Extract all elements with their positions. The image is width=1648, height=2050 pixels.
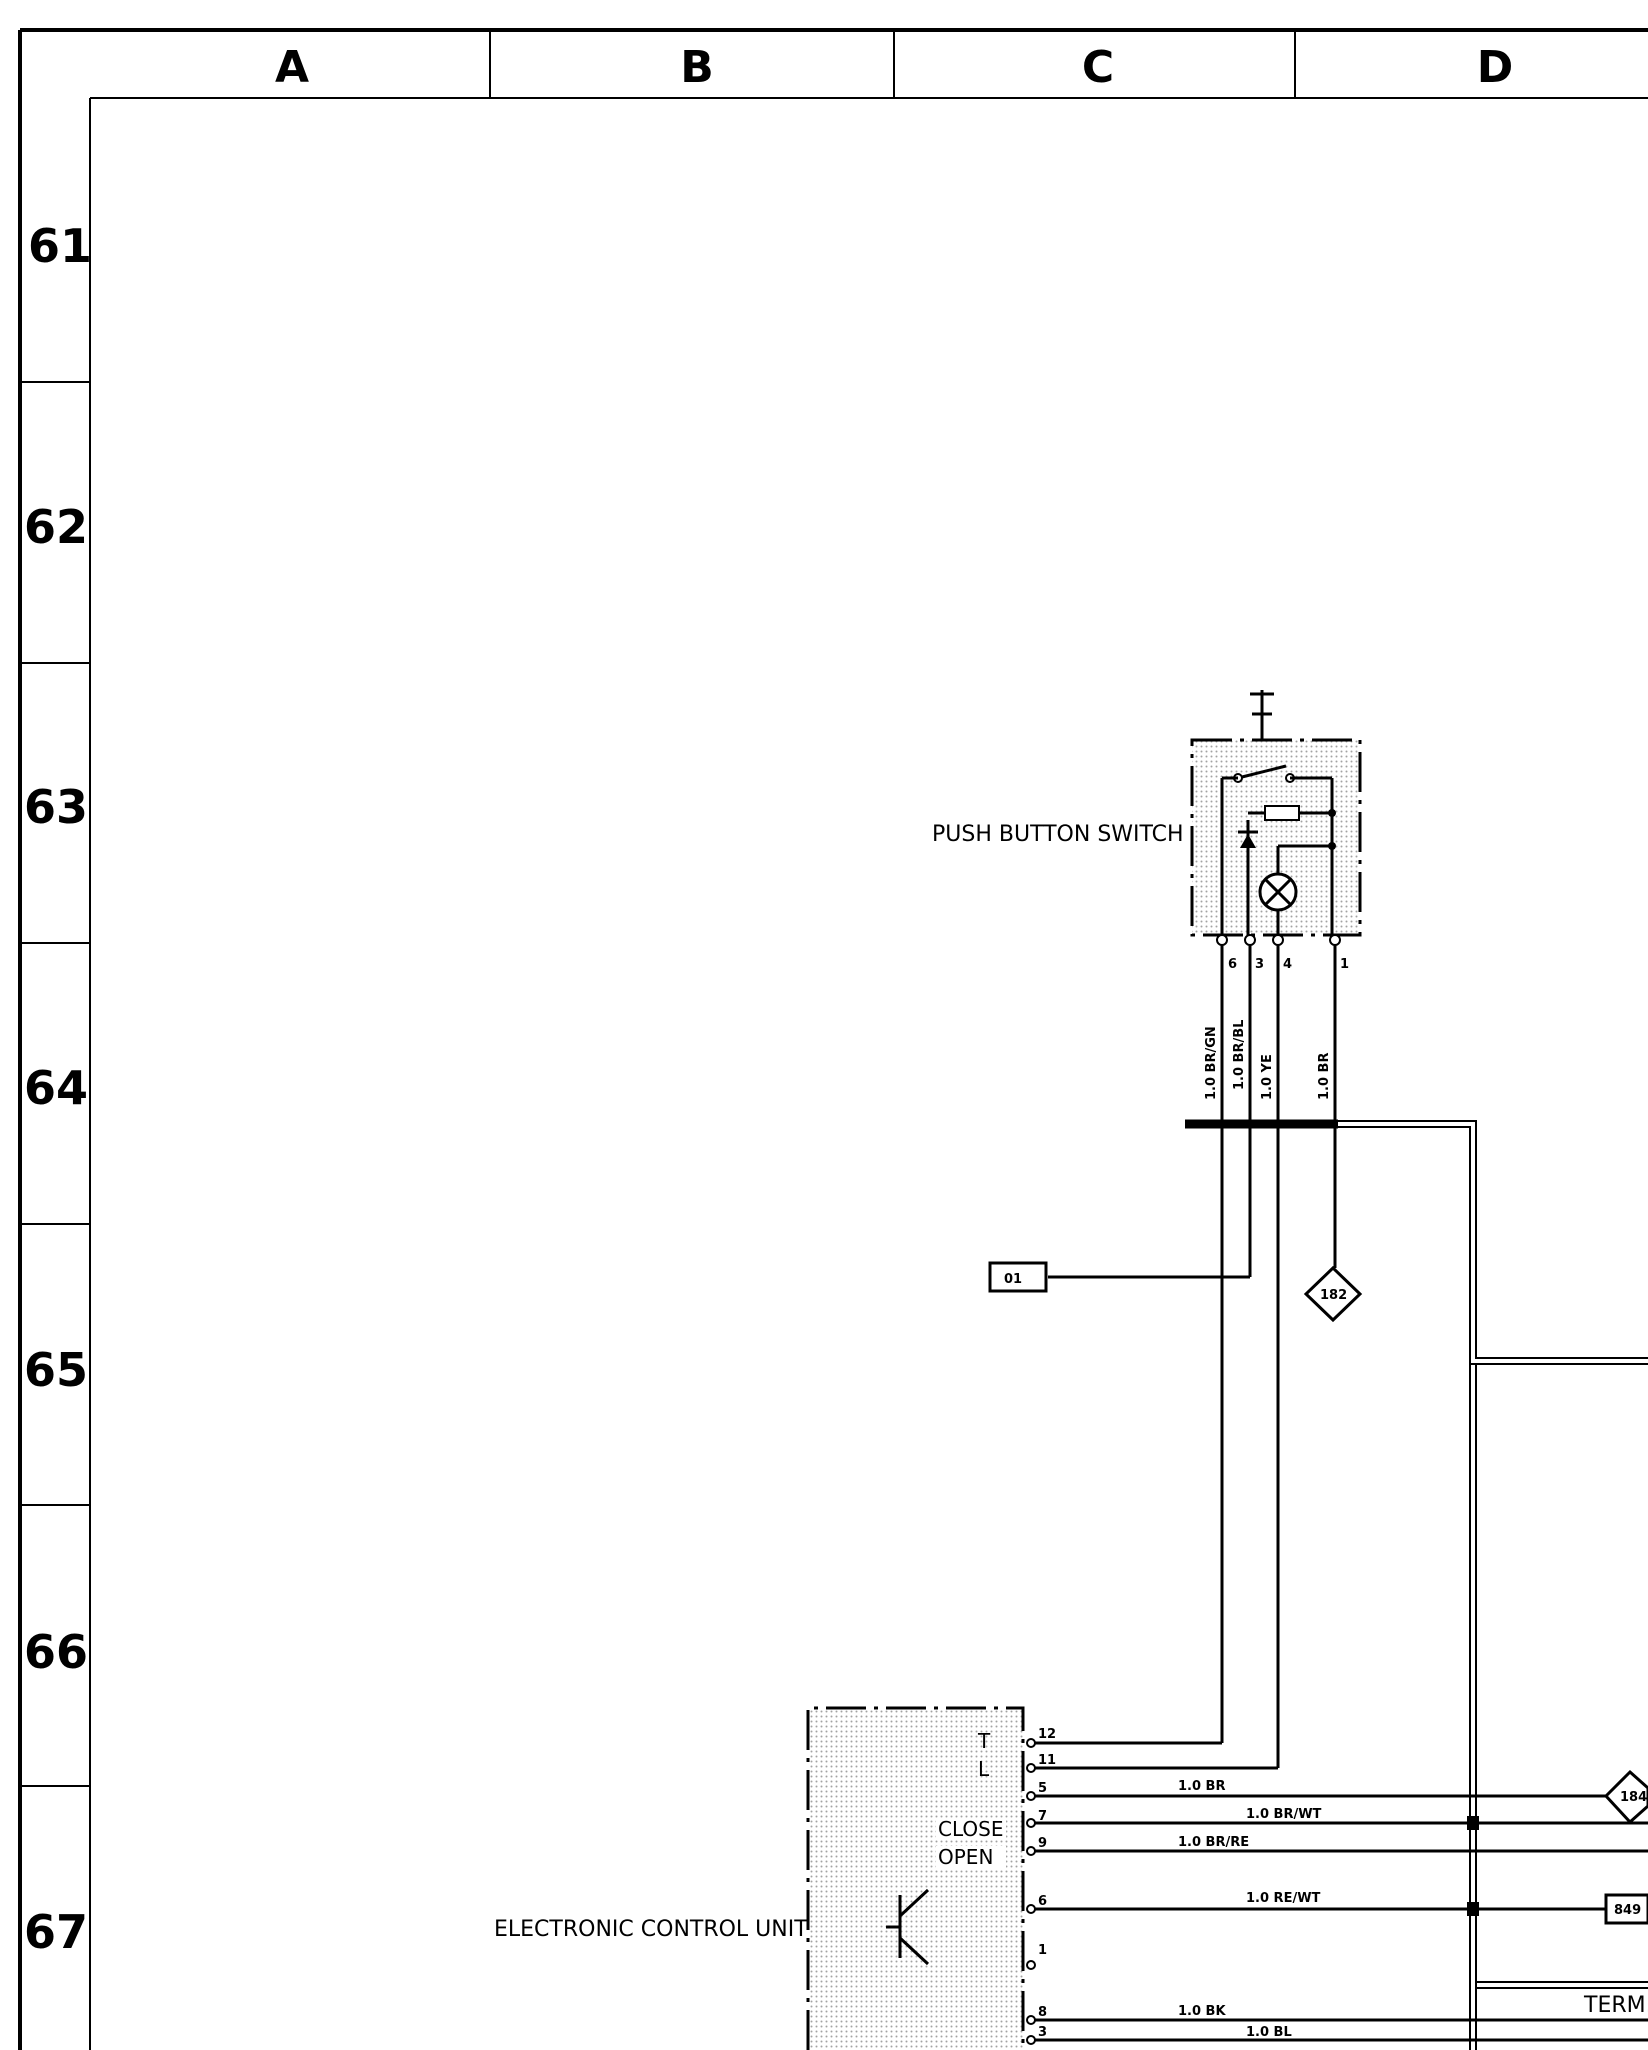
wire-label-br-gn: 1.0 BR/GN [1204,1026,1219,1100]
ecu-pin-8: 8 [1038,2005,1047,2020]
ecu-wire-label-pin8: 1.0 BK [1178,2004,1226,2019]
ecu-internal-t: T [977,1729,991,1753]
ecu-pin-terminals [1026,1738,1036,2045]
column-label-d: D [1477,42,1514,93]
switch-wires [1032,945,1648,2050]
ecu-pin-11: 11 [1038,1753,1056,1768]
ecu-output-wires [1035,1794,1648,2042]
ecu-wire-label-pin9: 1.0 BR/RE [1178,1835,1249,1850]
row-label-61: 61 [28,219,92,273]
terminal-label: TERM. [1583,1993,1648,2018]
row-label-62: 62 [24,500,88,554]
ecu-internal-open: OPEN [938,1845,993,1869]
reference-diamond-184 [1603,1769,1648,1825]
reference-diamond-182-label: 182 [1320,1288,1347,1303]
reference-box-01 [988,1261,1048,1293]
column-label-a: A [275,42,309,93]
reference-diamond-182 [1303,1265,1363,1323]
ecu-wire-label-pin5: 1.0 BR [1178,1779,1225,1794]
ecu-wire-label-pin7: 1.0 BR/WT [1246,1807,1322,1822]
ecu-pin-12: 12 [1038,1727,1056,1742]
switch-pin-1: 1 [1340,957,1349,972]
row-label-66: 66 [24,1625,88,1679]
reference-diamond-184-label: 184 [1620,1790,1647,1805]
switch-pin-4: 4 [1283,957,1292,972]
row-label-63: 63 [24,780,88,834]
ecu-pin-7: 7 [1038,1809,1047,1824]
switch-pin-6: 6 [1228,957,1237,972]
wire-label-br-bl: 1.0 BR/BL [1232,1020,1247,1090]
ecu-pin-9: 9 [1038,1836,1047,1851]
ecu-pin-3: 3 [1038,2025,1047,2040]
ecu-pin-6: 6 [1038,1894,1047,1909]
ecu-label: ELECTRONIC CONTROL UNIT [494,1917,808,1942]
ecu-wire-label-pin6: 1.0 RE/WT [1246,1891,1321,1906]
switch-pin-3: 3 [1255,957,1264,972]
push-button-switch-label: PUSH BUTTON SWITCH [932,822,1184,847]
grid-frame [18,28,1648,2050]
row-label-67: 67 [24,1905,88,1959]
ecu-pin-1: 1 [1038,1943,1047,1958]
wire-label-br: 1.0 BR [1317,1053,1332,1100]
reference-box-01-label: 01 [1004,1272,1022,1287]
wire-label-ye: 1.0 YE [1260,1054,1275,1100]
column-label-c: C [1082,42,1114,93]
column-label-b: B [680,42,714,93]
row-label-64: 64 [24,1061,88,1115]
electronic-control-unit [806,1706,1025,2050]
reference-box-849 [1604,1893,1648,1925]
reference-box-849-label: 849 [1614,1903,1641,1918]
push-button-switch [1190,690,1362,946]
ecu-internal-l: L [978,1757,990,1781]
row-label-65: 65 [24,1343,88,1397]
ecu-wire-label-pin3: 1.0 BL [1246,2025,1292,2040]
ecu-internal-close: CLOSE [938,1817,1003,1841]
ecu-pin-5: 5 [1038,1781,1047,1796]
